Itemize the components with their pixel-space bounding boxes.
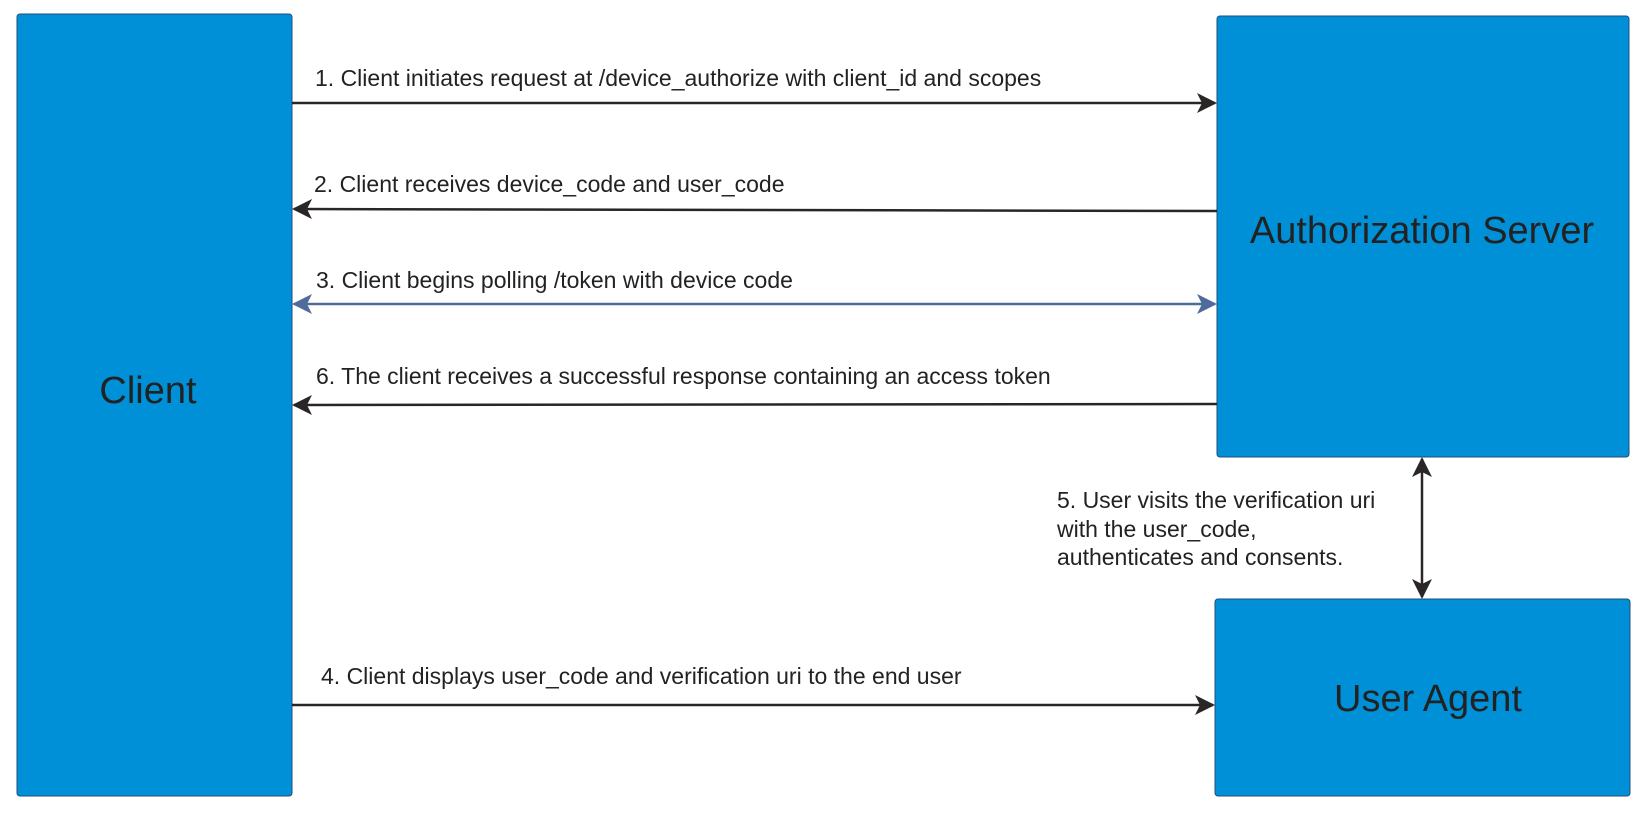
authorization-server-node: Authorization Server [1216, 15, 1630, 458]
edge-step-1-label: 1. Client initiates request at /device_a… [315, 65, 1041, 91]
user-agent-label: User Agent [1334, 678, 1522, 720]
edge-step-5: 5. User visits the verification uri with… [1056, 457, 1432, 599]
edge-step-6-label: 6. The client receives a successful resp… [316, 363, 1051, 389]
edge-step-5-label-line-2: with the user_code, [1056, 516, 1256, 542]
edge-step-4-label: 4. Client displays user_code and verific… [321, 663, 962, 689]
client-label: Client [99, 370, 197, 412]
edge-step-5-label: 5. User visits the verification uri with… [1056, 487, 1382, 570]
edge-step-3: 3. Client begins polling /token with dev… [292, 267, 1217, 314]
user-agent-node: User Agent [1214, 598, 1631, 797]
edge-step-4: 4. Client displays user_code and verific… [292, 663, 1215, 715]
edge-step-6: 6. The client receives a successful resp… [292, 363, 1218, 415]
edge-step-6-arrow [292, 394, 1218, 415]
edge-step-2-arrow [292, 199, 1218, 220]
client-node: Client [16, 13, 293, 797]
edge-step-2-label: 2. Client receives device_code and user_… [314, 171, 785, 197]
edge-step-1: 1. Client initiates request at /device_a… [292, 65, 1217, 113]
user-agent-box [1214, 598, 1631, 797]
edge-step-2: 2. Client receives device_code and user_… [292, 171, 1218, 220]
authorization-server-label: Authorization Server [1250, 210, 1595, 252]
client-box [16, 13, 293, 797]
edge-step-3-label: 3. Client begins polling /token with dev… [316, 267, 793, 293]
edge-step-5-label-line-3: authenticates and consents. [1057, 544, 1343, 570]
edge-step-5-label-line-1: 5. User visits the verification uri [1057, 487, 1375, 513]
